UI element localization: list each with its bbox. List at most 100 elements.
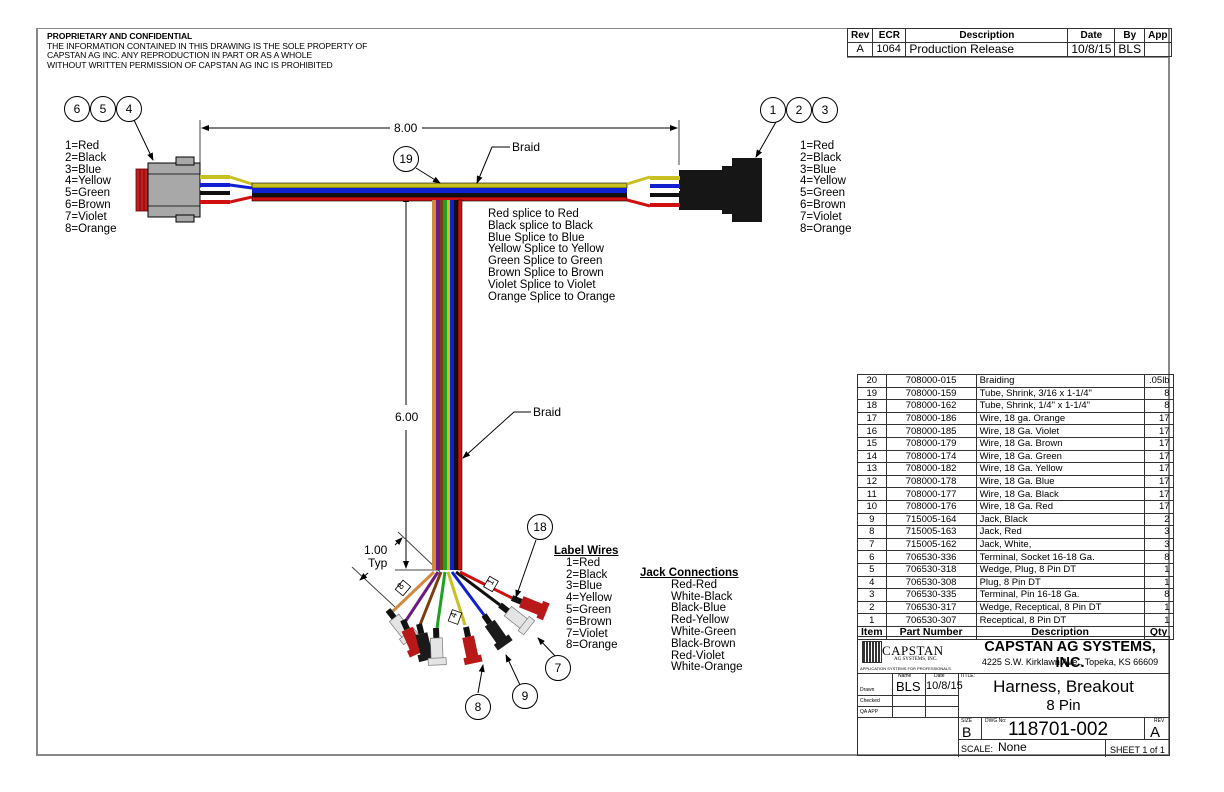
bom-part-number: 708000-182	[885, 462, 977, 476]
pin-legend-item: 8=Orange	[800, 222, 852, 235]
braid-label-drop: Braid	[533, 405, 562, 419]
pin-legend-item: 2=Black	[65, 151, 107, 164]
divider	[858, 695, 958, 696]
jack-connection-item: White-Orange	[671, 661, 743, 674]
left-pin-legend: 1=Red 2=Black 3=Blue 4=Yellow 5=Green 6=…	[65, 140, 116, 235]
bom-item: 14	[857, 449, 887, 464]
bom-part-number: 708000-177	[885, 487, 977, 501]
bom-part-number: 708000-162	[885, 399, 977, 413]
bom-item: 7	[857, 537, 887, 552]
bom-qty: 8	[1143, 386, 1174, 401]
bom-part-number: 708000-185	[885, 424, 977, 438]
bom-description: Terminal, Socket 16-18 Ga.	[975, 550, 1145, 564]
label-wire-item: 2=Black	[566, 568, 608, 581]
divider	[1105, 739, 1106, 757]
bom-item: 10	[857, 499, 887, 514]
bom-description: Plug, 8 Pin DT	[975, 575, 1145, 590]
logo-tagline: APPLICATION SYSTEMS FOR PROFESSIONALS	[860, 666, 951, 671]
jack-connection-item: Red-Yellow	[671, 614, 729, 627]
leader-lines	[133, 119, 777, 694]
confidential-line: WITHOUT WRITTEN PERMISSION OF CAPSTAN AG…	[47, 59, 333, 70]
bom-description: Tube, Shrink, 1/4" x 1-1/4"	[975, 399, 1145, 413]
bom-item: 5	[857, 562, 887, 577]
pin-legend-item: 3=Blue	[65, 163, 102, 176]
sheet-number: SHEET 1 of 1	[1110, 745, 1165, 755]
bom-part-number: 708000-178	[885, 474, 977, 489]
bom-item: 8	[857, 525, 887, 539]
confidential-line: THE INFORMATION CONTAINED IN THIS DRAWIN…	[47, 40, 368, 51]
bom-qty: 17	[1143, 474, 1174, 489]
bom-item: 3	[857, 588, 887, 602]
confidential-line: CAPSTAN AG INC. ANY REPRODUCTION IN PART…	[47, 50, 313, 60]
title-label: TITLE:	[960, 673, 976, 679]
splice-note: Orange Splice to Orange	[488, 290, 616, 303]
revision-underline	[847, 57, 1170, 58]
bom-part-number: 706530-318	[885, 562, 977, 577]
bom-description: Jack, Black	[975, 512, 1145, 527]
description-cell: Production Release	[905, 42, 1069, 57]
right-pin-legend: 1=Red 2=Black 3=Blue 4=Yellow 5=Green 6=…	[800, 140, 852, 235]
by-cell: BLS	[1114, 42, 1146, 57]
balloon-9: 9	[512, 683, 538, 709]
pin-legend-item: 2=Black	[800, 151, 842, 164]
bom-description: Braiding	[975, 374, 1145, 388]
jack-connection-item: White-Black	[671, 590, 733, 603]
date-cell: 10/8/15	[1067, 42, 1116, 57]
bom-qty: 17	[1143, 462, 1174, 476]
bom-qty: 1	[1143, 575, 1174, 590]
bom-item: 12	[857, 474, 887, 489]
divider	[958, 739, 1169, 740]
label-wire-item: 1=Red	[566, 556, 601, 569]
name-header: Name	[898, 673, 912, 679]
company-name: CAPSTAN AG SYSTEMS, INC.	[984, 639, 1156, 671]
revision-table: Rev ECR Description Date By App A 1064 P…	[846, 28, 1172, 57]
balloon-3: 3	[812, 97, 838, 123]
dimension-typ-label: Typ	[368, 556, 388, 570]
wire-tag-4	[447, 609, 463, 625]
bom-part-number: 708000-015	[885, 374, 977, 388]
braid-label-top: Braid	[512, 140, 541, 154]
label-wire-item: 7=Violet	[566, 627, 608, 640]
bom-description: Wedge, Plug, 8 Pin DT	[975, 562, 1145, 577]
pin-legend-item: 6=Brown	[800, 198, 846, 211]
bom-part-number: 706530-317	[885, 600, 977, 615]
drawn-name: BLS	[896, 679, 921, 694]
jack-white-black	[498, 602, 536, 636]
size-label: SIZE	[961, 718, 973, 724]
left-connector-plug	[135, 156, 201, 223]
right-connector-receptacle	[679, 158, 762, 222]
bom-part-number: 706530-335	[885, 588, 977, 602]
splice-note: Red splice to Red	[488, 208, 579, 220]
bom-item: 20	[857, 374, 887, 388]
dwg-label: DWG No:	[985, 718, 1007, 724]
label-wires-section: Label Wires 1=Red 2=Black 3=Blue 4=Yello…	[554, 545, 618, 652]
wire-tag-8	[394, 579, 412, 597]
bom-qty: 8	[1143, 399, 1174, 413]
balloon-7: 7	[545, 655, 571, 681]
splice-note: Yellow Splice to Yellow	[488, 243, 604, 256]
bom-qty: 2	[1143, 512, 1174, 527]
balloon-5: 5	[90, 96, 116, 122]
splice-note: Blue Splice to Blue	[488, 231, 585, 244]
bom-part-number: 715005-163	[885, 525, 977, 539]
bom-qty: 3	[1143, 537, 1174, 552]
divider	[1144, 717, 1145, 739]
rev-cell: A	[846, 42, 874, 57]
bom-description: Wire, 18 Ga. Green	[975, 449, 1145, 464]
drawn-date: 10/8/15	[926, 680, 963, 692]
balloon-4: 4	[116, 96, 142, 122]
bom-qty: 1	[1143, 562, 1174, 577]
bom-part-number: 708000-186	[885, 411, 977, 426]
pin-legend-item: 7=Violet	[65, 210, 107, 223]
divider	[858, 673, 1169, 674]
bom-qty: 1	[1143, 613, 1174, 627]
checked-label: Checked	[860, 698, 880, 704]
